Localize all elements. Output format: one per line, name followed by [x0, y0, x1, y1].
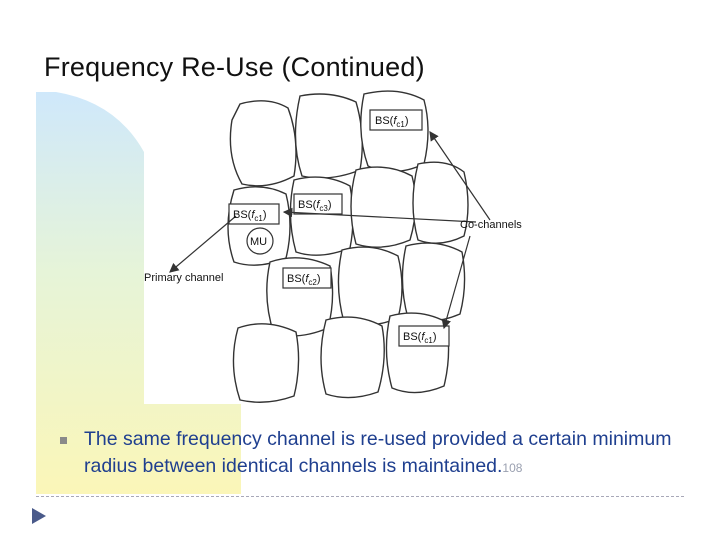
- cell: [360, 90, 429, 173]
- page-number: 108: [502, 461, 523, 475]
- bullet-item: The same frequency channel is re-used pr…: [84, 426, 684, 482]
- cell: [320, 316, 385, 399]
- cell: [337, 246, 403, 326]
- arrow-co-channel-bottom: [441, 235, 471, 330]
- cell: [294, 93, 363, 179]
- label-bs-c1-left: BS(fc1): [233, 209, 267, 223]
- label-co-channels: Co-channels: [460, 219, 522, 231]
- cell: [232, 323, 300, 403]
- label-box-bs-c1-bottom: [398, 325, 450, 347]
- footer-divider: [36, 496, 684, 497]
- label-mu: MU: [250, 236, 267, 248]
- cell: [401, 242, 466, 322]
- label-box-bs-c2: [282, 267, 332, 289]
- label-bs-c1-bottom: BS(fc1): [403, 331, 437, 345]
- cell: [289, 176, 354, 256]
- background-gradient-band: [36, 92, 241, 494]
- cell: [350, 166, 417, 248]
- label-box-bs-c1-left: [228, 203, 280, 225]
- label-primary-channel: Primary channel: [144, 272, 223, 284]
- cell: [229, 100, 297, 187]
- slide-title: Frequency Re-Use (Continued): [44, 52, 425, 82]
- bullet-marker: [60, 437, 67, 444]
- arrow-primary-channel: [169, 215, 237, 273]
- arrow-co-channel-left: [282, 207, 477, 223]
- label-box-bs-c1-top: [369, 109, 423, 131]
- cell: [412, 161, 469, 244]
- cell: [385, 312, 450, 394]
- label-bs-c1-top: BS(fc1): [375, 115, 409, 129]
- bullet-text: The same frequency channel is re-used pr…: [84, 428, 672, 477]
- mu-circle: [246, 227, 274, 255]
- arrow-co-channel-top: [429, 131, 491, 221]
- label-bs-c3: BS(fc3): [298, 199, 332, 213]
- label-bs-c2: BS(fc2): [287, 273, 321, 287]
- next-slide-arrow-icon[interactable]: [30, 506, 50, 526]
